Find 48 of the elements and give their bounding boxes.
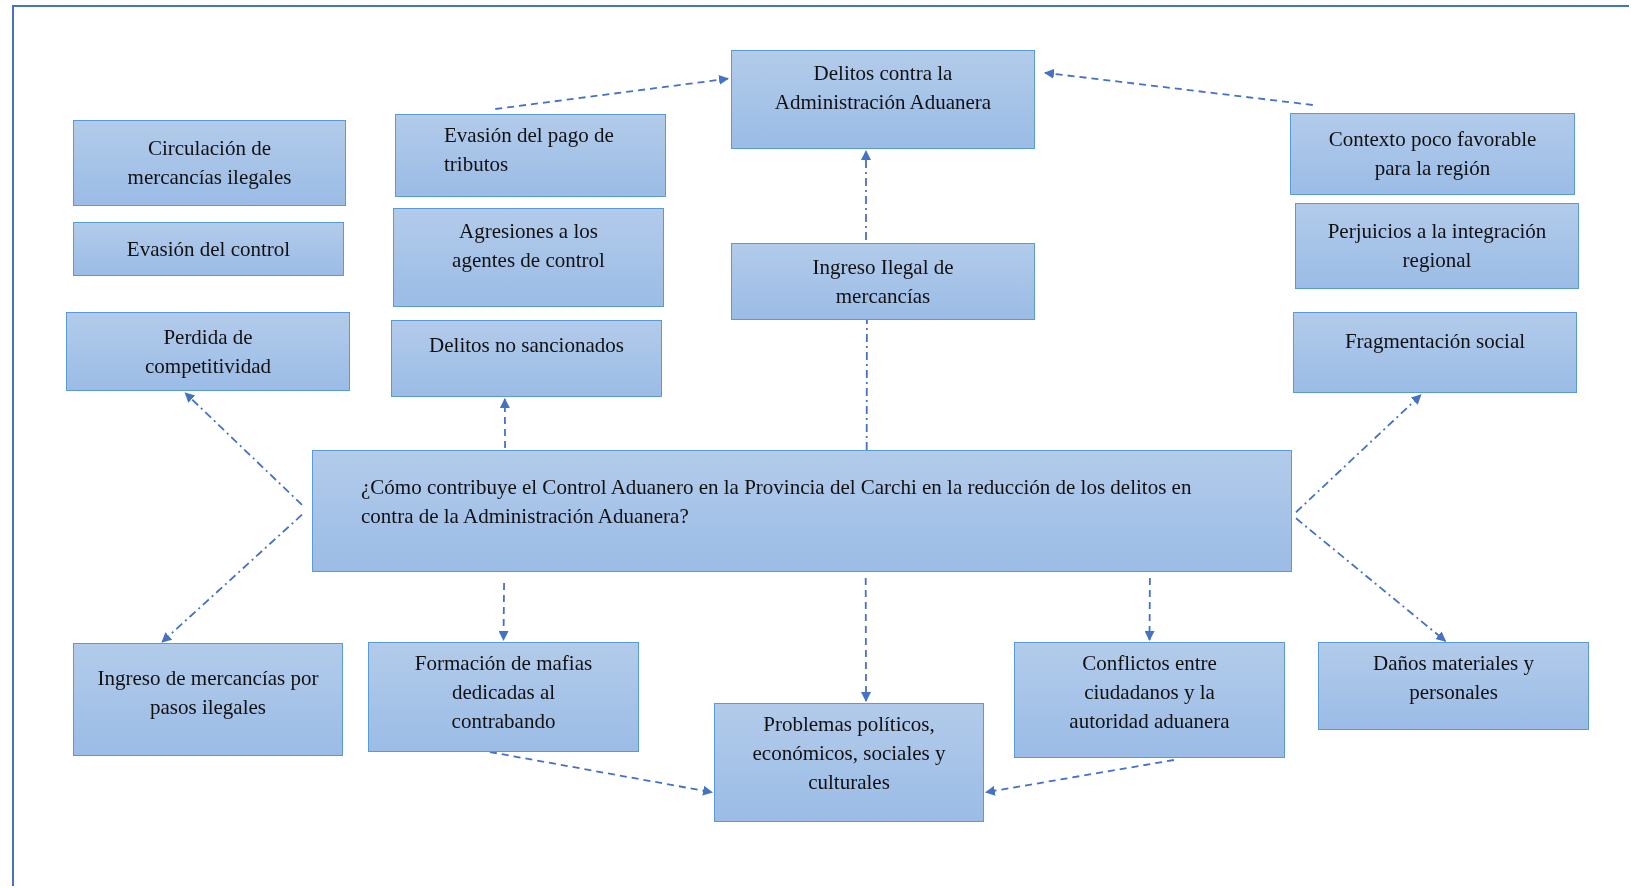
node-text: Problemas políticos, económicos, sociales y culturales <box>751 711 947 796</box>
process-box <box>73 643 343 756</box>
node-text: Agresiones a los agentes de control <box>451 218 606 274</box>
arrow <box>1144 577 1155 641</box>
node-text: Ingreso de mercancías por pasos ilegales <box>96 665 320 721</box>
node-text: Ingreso Ilegal de mercancías <box>811 253 955 310</box>
process-box <box>731 50 1035 149</box>
node-text: Perjuicios a la integración regional <box>1326 218 1548 274</box>
process-box <box>1295 203 1579 289</box>
node-text: Conflictos entre ciudadanos y la autoridad aduanera <box>1068 650 1231 735</box>
process-box <box>731 243 1035 320</box>
node-text: ¿Cómo contribuye el Control Aduanero en la Provincia del Carchi en la reducción de los delitos en contra de la Administración Aduanera? <box>361 474 1193 530</box>
arrow <box>1044 68 1314 106</box>
arrow <box>161 513 303 643</box>
arrow <box>184 392 303 506</box>
arrow <box>489 751 713 796</box>
node-text: Contexto poco favorable para la región <box>1327 126 1538 182</box>
node-text: Evasión del pago de tributos <box>444 122 615 178</box>
process-box <box>73 222 344 276</box>
node-text: Perdida de competitividad <box>144 323 272 380</box>
arrow <box>499 398 510 449</box>
process-box <box>312 450 1292 572</box>
process-box <box>714 703 984 822</box>
process-box <box>391 320 662 397</box>
arrow <box>861 577 871 702</box>
process-box <box>1014 642 1285 758</box>
process-box <box>1293 312 1577 393</box>
process-box <box>1318 642 1589 730</box>
process-box <box>395 114 666 197</box>
process-box <box>393 208 664 307</box>
node-text: Circulación de mercancías ilegales <box>126 135 293 191</box>
arrow <box>985 759 1175 796</box>
process-box <box>368 642 639 752</box>
process-box <box>1290 113 1575 195</box>
node-text: Evasión del control <box>126 235 291 263</box>
connector-line <box>865 319 868 451</box>
process-box <box>73 120 346 206</box>
node-text: Delitos contra la Administración Aduanera <box>773 60 993 116</box>
arrow <box>1295 517 1447 642</box>
arrow <box>498 582 509 641</box>
arrow <box>1295 394 1422 514</box>
arrow <box>494 74 729 110</box>
node-text: Delitos no sancionados <box>429 332 624 359</box>
node-text: Fragmentación social <box>1344 328 1526 355</box>
arrow <box>861 150 871 241</box>
node-text: Formación de mafias dedicadas al contrabando <box>413 650 594 735</box>
process-box <box>66 312 350 391</box>
node-text: Daños materiales y personales <box>1372 650 1535 706</box>
